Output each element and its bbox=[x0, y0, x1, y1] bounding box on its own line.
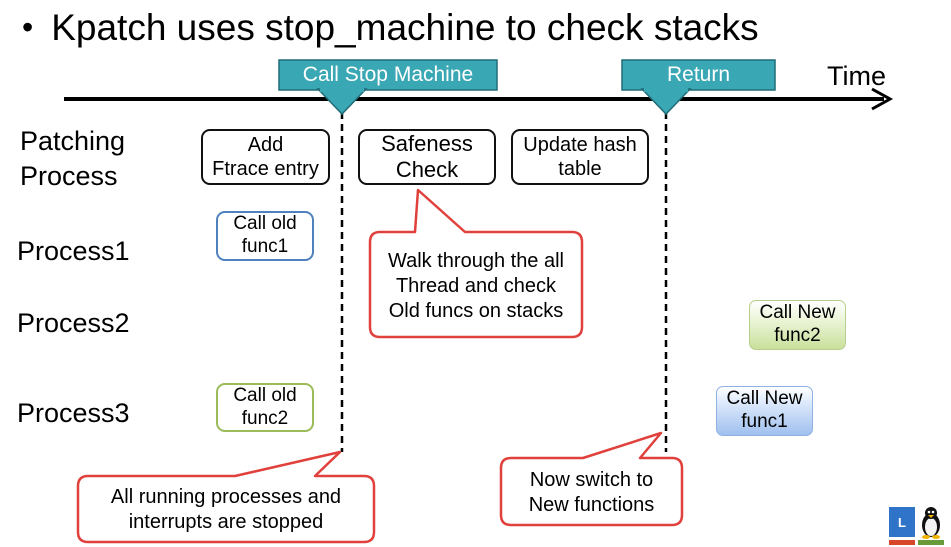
time-label: Time bbox=[827, 61, 886, 91]
add-ftrace-entry-box: Add Ftrace entry bbox=[201, 129, 330, 185]
process2-call-new-func2-box: Call New func2 bbox=[749, 300, 846, 350]
switch-functions-callout-text: Now switch to New functions bbox=[528, 468, 655, 516]
marker-return: Return bbox=[666, 63, 731, 86]
update-hash-table-box: Update hash table bbox=[511, 129, 649, 185]
process3-call-new-func1-box: Call New func1 bbox=[716, 386, 813, 436]
slide-title-row: • Kpatch uses stop_machine to check stac… bbox=[22, 2, 759, 52]
process3-call-old-func2-text: Call old func2 bbox=[233, 384, 297, 429]
bullet-icon: • bbox=[22, 9, 34, 45]
process2-call-new-func2-text: Call New func2 bbox=[759, 302, 836, 346]
logo: L bbox=[887, 505, 947, 547]
process3-call-old-func2-box: Call old func2 bbox=[216, 383, 314, 432]
logo-bar-green bbox=[918, 540, 944, 545]
slide-title: Kpatch uses stop_machine to check stacks bbox=[51, 6, 759, 48]
row-label-process2: Process2 bbox=[17, 308, 130, 338]
process3-call-new-func1-text: Call New func1 bbox=[726, 388, 803, 432]
walk-callout-shape bbox=[368, 188, 584, 339]
logo-letter: L bbox=[898, 514, 906, 530]
tux-penguin-icon bbox=[922, 507, 940, 539]
linux-l-icon: L bbox=[889, 507, 915, 537]
time-axis-arrowhead bbox=[871, 87, 894, 111]
process1-call-old-func1-text: Call old func1 bbox=[233, 213, 297, 257]
row-label-patching-process: Patching Process bbox=[20, 126, 126, 191]
safeness-check-box: Safeness Check bbox=[358, 129, 496, 185]
row-label-process1: Process1 bbox=[17, 236, 130, 266]
marker-return-shape bbox=[621, 59, 776, 116]
processes-stopped-callout-text: All running processes and interrupts are… bbox=[110, 486, 342, 533]
process1-call-old-func1-box: Call old func1 bbox=[216, 211, 314, 261]
walk-through-callout-text: Walk through the all Thread and check Ol… bbox=[387, 249, 564, 322]
marker-call-stop-machine: Call Stop Machine bbox=[302, 63, 474, 86]
marker-call-stop-machine-shape bbox=[278, 59, 498, 116]
update-hash-table-text: Update hash table bbox=[523, 134, 637, 180]
row-label-process3: Process3 bbox=[17, 398, 130, 428]
switch-callout-shape bbox=[499, 431, 684, 527]
stopped-callout-shape bbox=[76, 450, 376, 544]
add-ftrace-entry-text: Add Ftrace entry bbox=[212, 134, 319, 180]
safeness-check-text: Safeness Check bbox=[381, 130, 473, 182]
logo-bar-red bbox=[889, 540, 915, 545]
